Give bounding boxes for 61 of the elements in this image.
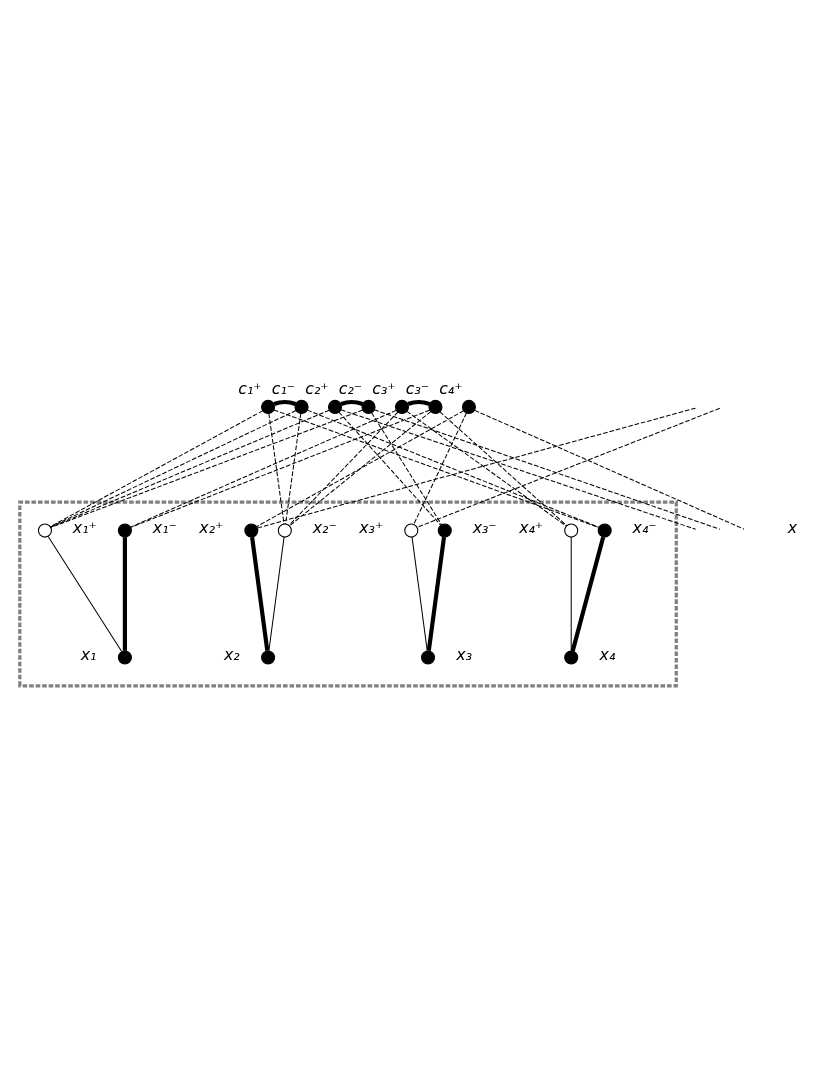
node-label: c₁⁻ bbox=[271, 378, 296, 398]
connector bbox=[122, 536, 127, 651]
connector bbox=[285, 412, 302, 525]
node-circle bbox=[117, 523, 132, 538]
node-label: x₄⁺ bbox=[519, 517, 544, 537]
connector bbox=[439, 410, 568, 526]
node-circle bbox=[37, 523, 52, 538]
connector bbox=[288, 411, 399, 526]
connector bbox=[268, 536, 285, 651]
node-label: c₁⁺ bbox=[238, 378, 262, 398]
connector bbox=[250, 536, 270, 651]
node-label: x₁⁻ bbox=[152, 517, 177, 537]
connector bbox=[288, 410, 432, 526]
connector bbox=[407, 399, 431, 406]
node-circle bbox=[564, 523, 579, 538]
node-circle bbox=[564, 649, 579, 665]
connector bbox=[413, 412, 467, 525]
node-circle bbox=[327, 399, 343, 414]
connector bbox=[570, 536, 606, 652]
node-circle bbox=[420, 649, 436, 665]
connector bbox=[338, 411, 442, 526]
node-label: x₂ bbox=[223, 644, 240, 664]
node-label: x₁ bbox=[80, 644, 97, 664]
node-circle bbox=[117, 649, 132, 665]
node-circle bbox=[461, 399, 476, 414]
node-label: x₄ bbox=[599, 644, 616, 664]
connector bbox=[268, 412, 285, 525]
node-label: x₂⁻ bbox=[312, 517, 337, 537]
connector bbox=[406, 410, 567, 527]
node-label: x₄⁻ bbox=[632, 517, 657, 537]
node-circle bbox=[404, 523, 419, 538]
connector bbox=[371, 411, 443, 525]
node-circle bbox=[261, 399, 276, 414]
connector bbox=[47, 535, 123, 652]
node-label: x₃⁻ bbox=[472, 517, 497, 537]
label: x bbox=[787, 517, 798, 537]
node-label: c₂⁻ bbox=[338, 378, 363, 398]
node-label: x₁⁺ bbox=[72, 517, 97, 537]
node-label: c₃⁻ bbox=[405, 378, 430, 398]
node-circle bbox=[394, 399, 410, 414]
node-circle bbox=[361, 399, 376, 414]
node-label: c₄⁺ bbox=[439, 378, 463, 398]
connector bbox=[273, 399, 297, 406]
node-circle bbox=[277, 523, 292, 538]
connector bbox=[340, 399, 364, 406]
connector bbox=[474, 409, 745, 530]
connector bbox=[256, 409, 465, 527]
node-circle bbox=[597, 523, 612, 538]
node-circle bbox=[244, 523, 259, 538]
node-circle bbox=[428, 399, 443, 414]
connector bbox=[411, 536, 428, 651]
connector bbox=[426, 536, 447, 651]
node-label: x₃⁺ bbox=[359, 517, 384, 537]
node-circle bbox=[261, 649, 276, 665]
node-circle bbox=[294, 399, 309, 414]
connector bbox=[257, 407, 696, 528]
node-label: c₂⁺ bbox=[305, 378, 329, 398]
node-label: c₃⁺ bbox=[372, 378, 396, 398]
node-label: x₂⁺ bbox=[199, 517, 224, 537]
node-circle bbox=[437, 523, 452, 538]
node-label: x₃ bbox=[456, 644, 473, 664]
